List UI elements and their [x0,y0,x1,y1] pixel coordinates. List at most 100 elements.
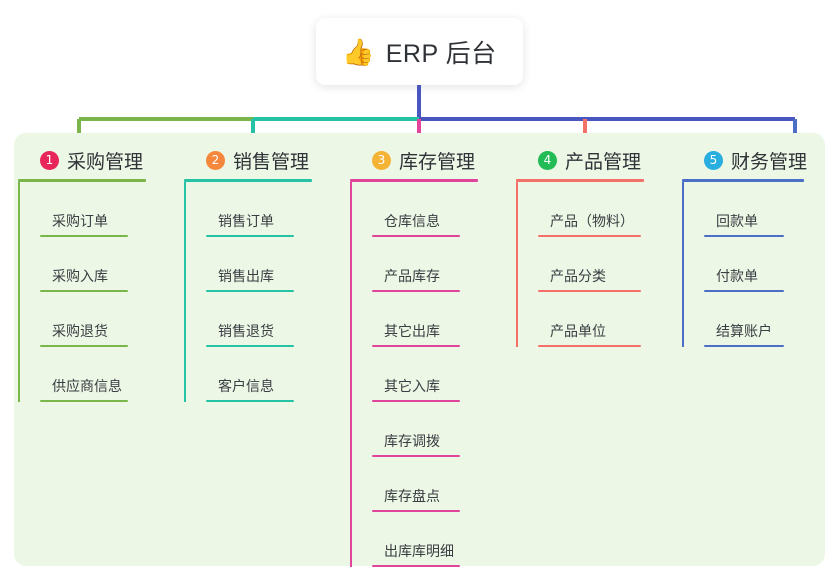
leaf-underline [538,290,641,292]
leaf-underline [40,290,128,292]
column-badge-5: 5 [704,150,723,170]
leaf-item[interactable]: 付款单 [682,237,839,292]
column-4: 4 产品管理产品（物料） 产品分类产品单位 [516,141,679,347]
leaf-inner: 其它入库 [372,376,460,402]
column-stem-5 [682,182,684,347]
column-underline-1 [18,179,146,182]
branch-panel [14,133,825,566]
column-badge-3: 3 [372,150,391,170]
column-title-3: 库存管理 [399,151,476,173]
root-title: ERP 后台 [385,39,497,68]
leaf-item[interactable]: 产品分类 [516,237,679,292]
leaf-item[interactable]: 客户信息 [184,347,347,402]
leaf-underline [372,235,460,237]
leaf-label: 其它入库 [384,378,440,394]
column-stem-2 [184,182,186,402]
leaf-item[interactable]: 采购订单 [18,182,181,237]
leaf-label: 产品单位 [550,323,606,339]
root-node[interactable]: 👍 ERP 后台 [316,18,523,85]
leaf-label: 回款单 [716,213,758,229]
leaf-item[interactable]: 仓库信息 [350,182,513,237]
leaf-inner: 供应商信息 [40,376,132,402]
leaf-inner: 产品单位 [538,321,641,347]
leaf-item[interactable]: 采购入库 [18,237,181,292]
leaf-item[interactable]: 其它出库 [350,292,513,347]
thumbs-up-icon: 👍 [342,36,375,67]
column-leaves-3: 仓库信息产品库存其它出库其它入库库存调拨库存盘点出库库明细 [350,182,513,567]
leaf-inner: 产品库存 [372,266,460,292]
leaf-label: 其它出库 [384,323,440,339]
leaf-label: 采购退货 [52,323,108,339]
leaf-label: 产品（物料） [550,213,634,229]
column-title-4: 产品管理 [565,151,642,173]
leaf-item[interactable]: 供应商信息 [18,347,181,402]
column-leaves-2: 销售订单销售出库销售退货客户信息 [184,182,347,402]
column-badge-1: 1 [40,150,59,170]
column-underline-4 [516,179,644,182]
column-stem-4 [516,182,518,347]
column-stem-3 [350,182,352,567]
leaf-underline [40,235,128,237]
column-header-4[interactable]: 4 产品管理 [516,141,679,179]
leaf-label: 产品库存 [384,268,440,284]
column-leaves-4: 产品（物料） 产品分类产品单位 [516,182,679,347]
leaf-label: 库存调拨 [384,433,440,449]
leaf-label: 销售订单 [218,213,274,229]
leaf-item[interactable]: 产品单位 [516,292,679,347]
leaf-underline [206,400,294,402]
leaf-item[interactable]: 回款单 [682,182,839,237]
leaf-underline [372,400,460,402]
leaf-underline [372,345,460,347]
leaf-label: 仓库信息 [384,213,440,229]
leaf-inner: 结算账户 [704,321,784,347]
column-underline-5 [682,179,804,182]
column-3: 3 库存管理仓库信息产品库存其它出库其它入库库存调拨库存盘点出库库明细 [350,141,513,567]
leaf-label: 付款单 [716,268,758,284]
leaf-item[interactable]: 库存调拨 [350,402,513,457]
column-leaves-5: 回款单付款单结算账户 [682,182,839,347]
leaf-label: 产品分类 [550,268,606,284]
leaf-item[interactable]: 产品库存 [350,237,513,292]
leaf-underline [40,400,128,402]
column-badge-2: 2 [206,150,225,170]
leaf-inner: 销售退货 [206,321,294,347]
column-underline-2 [184,179,312,182]
leaf-inner: 仓库信息 [372,211,460,237]
leaf-label: 出库库明细 [384,543,454,559]
leaf-item[interactable]: 库存盘点 [350,457,513,512]
leaf-item[interactable]: 销售订单 [184,182,347,237]
leaf-label: 采购入库 [52,268,108,284]
leaf-inner: 库存盘点 [372,486,460,512]
leaf-inner: 采购入库 [40,266,128,292]
leaf-underline [372,455,460,457]
leaf-inner: 出库库明细 [372,541,464,567]
leaf-inner: 客户信息 [206,376,294,402]
leaf-label: 客户信息 [218,378,274,394]
leaf-inner: 其它出库 [372,321,460,347]
leaf-item[interactable]: 结算账户 [682,292,839,347]
leaf-label: 结算账户 [716,323,772,339]
leaf-underline [372,510,460,512]
leaf-item[interactable]: 产品（物料） [516,182,679,237]
leaf-underline [40,345,128,347]
column-header-3[interactable]: 3 库存管理 [350,141,513,179]
leaf-inner: 销售订单 [206,211,294,237]
leaf-item[interactable]: 出库库明细 [350,512,513,567]
leaf-item[interactable]: 销售出库 [184,237,347,292]
leaf-label: 采购订单 [52,213,108,229]
leaf-inner: 付款单 [704,266,784,292]
leaf-label: 销售出库 [218,268,274,284]
leaf-inner: 采购订单 [40,211,128,237]
leaf-underline [206,235,294,237]
leaf-underline [704,235,784,237]
leaf-item[interactable]: 采购退货 [18,292,181,347]
column-badge-4: 4 [538,150,557,170]
leaf-item[interactable]: 销售退货 [184,292,347,347]
leaf-item[interactable]: 其它入库 [350,347,513,402]
